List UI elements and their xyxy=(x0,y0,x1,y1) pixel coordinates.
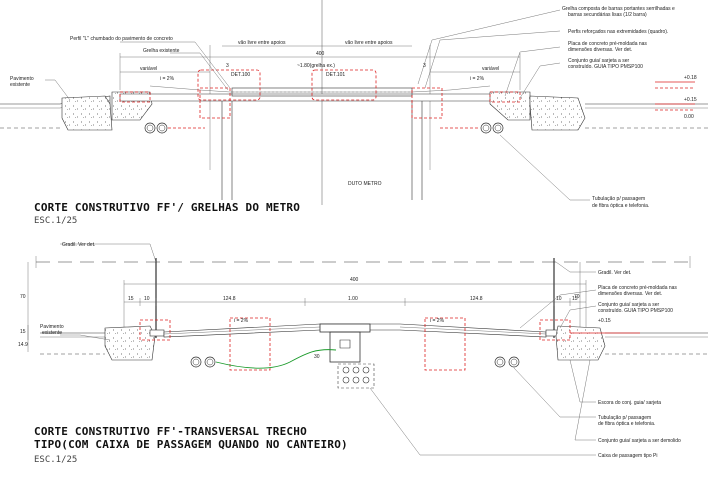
s2-note-demolido: Conjunto guia/ sarjeta a ser demolido xyxy=(598,438,681,444)
s1-lvl-000: 0.00 xyxy=(684,114,694,120)
s1-det101: DET.101 xyxy=(326,72,345,78)
s2-note-escora: Escora do conj. guia/ sarjeta xyxy=(598,400,661,406)
s2-title-2: TIPO(COM CAIXA DE PASSAGEM QUANDO NO CAN… xyxy=(34,438,348,451)
s2-scale: ESC.1/25 xyxy=(34,455,77,465)
s1-slope-right: i = 2% xyxy=(470,76,485,82)
s1-variavel-left: variável xyxy=(140,66,157,72)
s1-note-grelha-2: barras secundárias lisas (1/2 barra) xyxy=(568,12,647,18)
s1-vao-left: vão livre entre apoios xyxy=(238,40,286,46)
s2-dim-15-v: 15 xyxy=(20,329,26,335)
s1-three-left: 3 xyxy=(226,63,229,69)
s1-three-right: 3 xyxy=(423,63,426,69)
s2-gradil-left: Gradil. Ver det. xyxy=(62,242,95,248)
s1-det100: DET.100 xyxy=(231,72,250,78)
s2-lvl-015: +0.15 xyxy=(598,318,611,324)
s2-slope-left: i = 2% xyxy=(234,318,249,324)
s1-note-tub-1: Tubulação p/ passagem xyxy=(592,196,645,202)
s2-note-guia-1: Conjunto guia/ sarjeta a ser xyxy=(598,302,659,308)
s1-pavimento-b: existente xyxy=(10,82,30,88)
section2-drawing xyxy=(27,243,708,456)
s2-dim-10-right: 10 xyxy=(556,296,562,302)
s1-variavel-right: variável xyxy=(482,66,499,72)
s1-slope-left: i = 2% xyxy=(160,76,175,82)
s2-pavimento-a: Pavimento xyxy=(40,324,64,330)
s2-dim-15-right: 15 xyxy=(572,296,578,302)
s1-scale: ESC.1/25 xyxy=(34,216,77,226)
s2-slope-right: i = 2% xyxy=(430,318,445,324)
s2-note-caixa: Caixa de passagem tipo Pi xyxy=(598,453,657,459)
s1-note-guia-2: construído. GUIA TIPO PMSP100 xyxy=(568,64,643,70)
s1-note-tub-2: de fibra óptica e telefonia. xyxy=(592,203,649,209)
s1-dim-400: 400 xyxy=(316,51,325,57)
s1-note-perfis: Perfis reforçados nas extremidades (quad… xyxy=(568,29,668,35)
s1-pavimento-a: Pavimento xyxy=(10,76,34,82)
s2-dim-400: 400 xyxy=(350,277,359,283)
s1-note-guia-1: Conjunto guia/ sarjeta a ser xyxy=(568,58,629,64)
s2-title-1: CORTE CONSTRUTIVO FF'-TRANSVERSAL TRECHO xyxy=(34,425,307,438)
s1-grelha-ex: ~1.80(grelha ex.) xyxy=(297,63,335,69)
s2-dim-1248-left: 124.8 xyxy=(223,296,236,302)
s2-dim-149: 14.9 xyxy=(18,342,28,348)
section1-drawing xyxy=(0,0,708,205)
s1-lvl-015: +0.15 xyxy=(684,97,697,103)
s1-grelha-existente: Grelha existente xyxy=(143,48,180,54)
s2-note-tub-2: de fibra óptica e telefonia. xyxy=(598,421,655,427)
s1-vao-right: vão livre entre apoios xyxy=(345,40,393,46)
s1-note-placa-1: Placa de concreto pré-moldada nas xyxy=(568,41,647,47)
s2-dim-70-right: 70 xyxy=(574,294,580,300)
s2-note-placa-1: Placa de concreto pré-moldada nas xyxy=(598,285,677,291)
s1-note-placa-2: dimensões diversas. Ver det. xyxy=(568,47,632,53)
s1-title: CORTE CONSTRUTIVO FF'/ GRELHAS DO METRO xyxy=(34,201,300,214)
s2-pavimento-b: existente xyxy=(42,330,62,336)
s2-note-placa-2: dimensões diversas. Ver det. xyxy=(598,291,662,297)
s2-dim-70-left: 70 xyxy=(20,294,26,300)
s1-lvl-018: +0.18 xyxy=(684,75,697,81)
s2-gradil-right: Gradil. Ver det. xyxy=(598,270,631,276)
s2-dim-10-left: 10 xyxy=(144,296,150,302)
s1-duto-metro: DUTO METRO xyxy=(348,181,382,187)
s2-dim-100: 1.00 xyxy=(348,296,358,302)
s1-note-grelha-1: Grelha composta de barras portantes serr… xyxy=(562,6,675,12)
s1-perfil-l: Perfil "L" chumbado do pavimento de conc… xyxy=(70,36,173,42)
s2-dim-15-left: 15 xyxy=(128,296,134,302)
s2-note-tub-1: Tubulação p/ passagem xyxy=(598,415,651,421)
s2-dim-30: 30 xyxy=(314,354,320,360)
s2-dim-1248-right: 124.8 xyxy=(470,296,483,302)
s2-note-guia-2: construído. GUIA TIPO PMSP100 xyxy=(598,308,673,314)
